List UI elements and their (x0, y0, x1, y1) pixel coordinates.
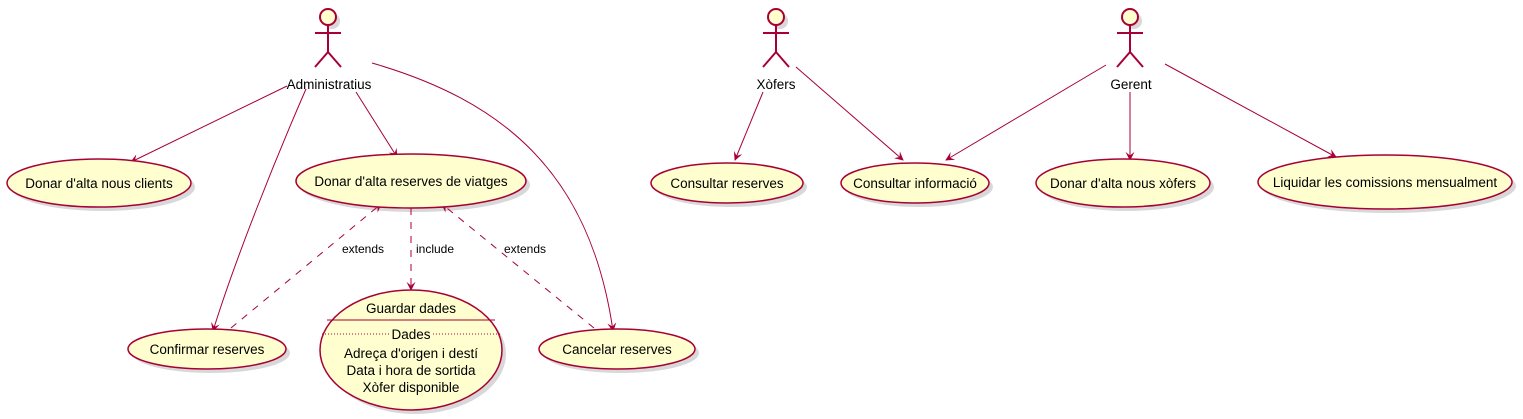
relation-xofers-consultar-info (795, 66, 904, 161)
actor-xofers: Xòfers (756, 8, 796, 92)
usecase-alta-clients: Donar d'alta nous clients (6, 158, 192, 208)
actor-administratius: Administratius (287, 8, 372, 92)
actor-name: Xòfers (756, 77, 795, 92)
relation-confirmar-alta-reserves (230, 203, 382, 329)
stick-figure-icon (314, 8, 342, 68)
relation-gerent-consultar-info (945, 64, 1107, 161)
usecase-label: Cancelar reserves (562, 342, 672, 357)
usecase-label: Consultar informació (853, 176, 977, 191)
usecase-label: Donar d'alta reserves de viatges (314, 174, 507, 189)
relation-administratius-confirmar (211, 88, 307, 332)
usecase-alta-xofers: Donar d'alta nous xòfers (1035, 158, 1211, 208)
usecase-alta-reserves: Donar d'alta reserves de viatges (295, 153, 527, 209)
usecase-consultar-info: Consultar informació (840, 162, 990, 204)
usecase-label: Guardar dades (366, 301, 456, 316)
usecase-detail: Xòfer disponible (363, 380, 460, 395)
relation-administratius-alta-clients (130, 85, 288, 163)
relation-cancelar-alta-reserves (441, 203, 595, 329)
usecase-label: Donar d'alta nous clients (25, 176, 173, 191)
stick-figure-icon (1116, 8, 1144, 68)
actor-name: Gerent (1110, 77, 1152, 92)
usecase-consultar-reserves: Consultar reserves (650, 162, 804, 204)
actor-name: Administratius (287, 77, 372, 92)
usecase-guardar: Guardar dades Dades Adreça d'origen i de… (319, 289, 503, 411)
relation-administratius-cancelar (371, 62, 617, 332)
usecase-section-title: Dades (391, 327, 430, 342)
usecase-detail: Data i hora de sortida (346, 363, 476, 378)
usecase-label: Donar d'alta nous xòfers (1050, 176, 1196, 191)
relation-xofers-consultar-reserves (733, 91, 764, 161)
usecase-confirmar: Confirmar reserves (127, 328, 287, 370)
usecase-liquidar: Liquidar les comissions mensualment (1257, 154, 1513, 210)
relation-administratius-alta-reserves (355, 91, 398, 158)
relation-label-include: include (416, 242, 454, 256)
relation-label-extends-confirmar: extends (342, 242, 384, 256)
usecase-label: Liquidar les comissions mensualment (1273, 175, 1498, 190)
actor-gerent: Gerent (1110, 8, 1152, 92)
usecase-cancelar: Cancelar reserves (538, 328, 696, 370)
usecase-label: Confirmar reserves (150, 342, 265, 357)
stick-figure-icon (762, 8, 790, 68)
usecase-detail: Adreça d'origen i destí (344, 346, 478, 361)
relation-label-extends-cancelar: extends (504, 242, 546, 256)
usecase-label: Consultar reserves (670, 176, 784, 191)
relation-gerent-liquidar (1164, 63, 1337, 158)
